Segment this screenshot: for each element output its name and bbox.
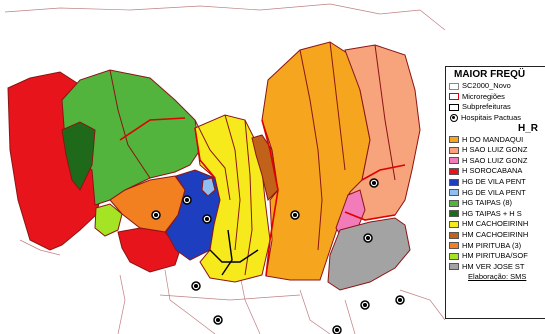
legend-item: HG DE VILA PENT (446, 177, 545, 188)
legend-swatch (449, 136, 459, 144)
subprefecture-borders (209, 229, 259, 276)
legend-item: H SOROCABANA (446, 166, 545, 177)
legend-item: HM PIRITUBA/SOF (446, 251, 545, 262)
hospital-icon (360, 300, 370, 310)
legend-label: H SOROCABANA (462, 166, 523, 176)
hospital-icon (182, 195, 192, 205)
legend-label: H DO MANDAQUI (462, 134, 524, 144)
hospital-markers (151, 178, 405, 334)
hospital-icon (332, 325, 342, 334)
region-vila-penteado-light (201, 177, 216, 197)
legend-label: SC2000_Novo (462, 81, 511, 91)
legend-swatch (449, 146, 459, 154)
legend-label: HM VER JOSE ST (462, 261, 525, 271)
legend-swatch (449, 199, 459, 207)
legend-swatch (449, 231, 459, 239)
legend-swatch (449, 220, 459, 228)
microregion-borders (119, 117, 406, 277)
legend-label: HM PIRITUBA/SOF (462, 251, 528, 261)
legend-item: HM CACHOEIRINH (446, 230, 545, 241)
legend-label: H SAO LUIZ GONZ (462, 155, 528, 165)
legend-label: HM PIRITUBA (3) (462, 240, 522, 250)
legend-label: HG DE VILA PENT (462, 187, 526, 197)
hospital-icon (151, 210, 161, 220)
legend-item: H SAO LUIZ GONZ (446, 156, 545, 167)
legend-title: MAIOR FREQÜ (454, 69, 526, 80)
legend-item: H DO MANDAQUI (446, 134, 545, 145)
legend-item: HG DE VILA PENT (446, 187, 545, 198)
boundaries (109, 41, 396, 276)
legend-item: H SAO LUIZ GONZ (446, 145, 545, 156)
legend-item: HM CACHOEIRINH (446, 219, 545, 230)
legend-swatch (449, 252, 459, 260)
legend-swatch (449, 103, 459, 111)
legend-item: HM PIRITUBA (3) (446, 240, 545, 251)
legend-item: HM VER JOSE ST (446, 262, 545, 273)
legend-label: HM CACHOEIRINH (462, 230, 529, 240)
legend-label: HM CACHOEIRINH (462, 219, 529, 229)
legend-label: HG TAIPAS + H S (462, 208, 522, 218)
legend-label: Subprefeituras (462, 102, 511, 112)
legend-item: HG TAIPAS (8) (446, 198, 545, 209)
hospital-icon (369, 178, 379, 188)
legend-label: HG TAIPAS (8) (462, 198, 513, 208)
legend-label: HG DE VILA PENT (462, 177, 526, 187)
region-taipas-hs (61, 121, 96, 191)
legend-swatch (449, 167, 459, 175)
region-cachoeirinha-dark (251, 134, 279, 201)
legend-swatch (449, 93, 459, 101)
hospital-icon (191, 281, 201, 291)
legend-swatch (449, 157, 459, 165)
hospital-icon (363, 233, 373, 243)
legend-section-title: H_R (518, 123, 539, 135)
legend-swatch (449, 210, 459, 218)
legend-item: HG TAIPAS + H S (446, 209, 545, 220)
legend-swatch (449, 263, 459, 271)
legend-item: Subprefeituras (446, 102, 545, 113)
legend-swatch (449, 189, 459, 197)
legend-label: H SAO LUIZ GONZ (462, 145, 528, 155)
hospital-icon (202, 214, 212, 224)
outside-municipalities (4, 3, 446, 334)
region-pirituba-sof (94, 203, 123, 237)
legend-label: Hospitais Pactuas (461, 113, 522, 123)
legend-swatch (449, 82, 459, 90)
legend-item: Microregiões (446, 92, 545, 103)
region-sorocabana-south (117, 227, 181, 273)
legend-item: Hospitais Pactuas (446, 113, 545, 124)
legend-item: SC2000_Novo (446, 81, 545, 92)
hospital-icon (213, 315, 223, 325)
legend-footer: Elaboração: SMS (468, 272, 527, 282)
hospital-icon (450, 114, 458, 123)
hospital-icon (395, 295, 405, 305)
legend-swatch (449, 242, 459, 250)
hospital-icon (290, 210, 300, 220)
region-ver-jose (327, 217, 411, 291)
legend-swatch (449, 178, 459, 186)
legend-label: Microregiões (462, 91, 505, 101)
regions (7, 41, 421, 291)
